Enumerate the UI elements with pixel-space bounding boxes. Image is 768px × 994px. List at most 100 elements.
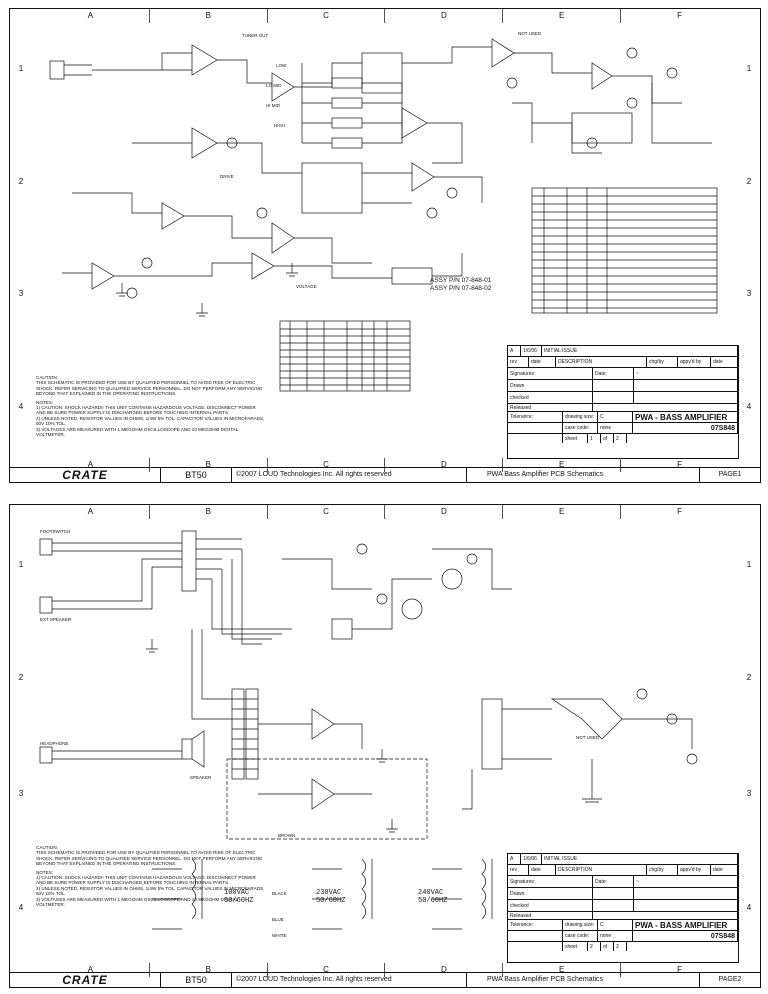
row-label: 1 — [746, 560, 752, 569]
col-label: E — [502, 963, 620, 977]
page-description: PWA Bass Amplifier PCB Schematics — [467, 973, 700, 987]
frequency-value: 50/60HZ — [418, 897, 448, 905]
assembly-part-numbers: ASSY P/N 07-848-01 ASSY P/N 07-848-02 — [430, 277, 491, 293]
col-label: C — [266, 505, 385, 519]
signatures-label: Signatures: — [508, 368, 593, 379]
row-label: 3 — [18, 789, 24, 798]
company-logo: ~ — [634, 368, 738, 379]
col-label: B — [148, 458, 267, 472]
date-label: Date: — [593, 876, 634, 887]
voltage-value: 100VAC — [224, 889, 250, 897]
col-label: D — [384, 505, 502, 519]
sheet-label: sheet — [563, 434, 588, 443]
note-item: 1) CAUTION: SHOCK HAZARD!! THIS UNIT CON… — [36, 405, 256, 416]
col-label: D — [384, 9, 502, 23]
description-header: DESCRIPTION — [556, 865, 647, 875]
note-item: 2) UNLESS NOTED, RESISTOR VALUES IN OHMS… — [36, 885, 265, 897]
page-number: PAGE2 — [718, 976, 742, 983]
low-label: LOW — [276, 63, 287, 68]
sheet-number: 2 — [588, 942, 601, 951]
date-header: date — [711, 357, 738, 367]
note-item: 3) VOLTAGES ARE MEASURED WITH 1 MEGOHM O… — [36, 896, 238, 908]
date-header: date — [529, 357, 556, 367]
col-label: C — [266, 458, 385, 472]
notes-heading: NOTES: — [36, 869, 54, 875]
speaker-label: SPEAKER — [190, 775, 212, 780]
row-label: 4 — [746, 402, 752, 411]
col-label: F — [620, 9, 738, 23]
date-header: date — [529, 865, 556, 875]
col-label: A — [87, 507, 94, 516]
row-label: 4 — [18, 402, 24, 411]
black-wire-label: BLACK — [272, 891, 287, 896]
footswitch-label: FOOTSWITCH — [40, 529, 71, 534]
col-label: E — [502, 9, 620, 23]
schematic-sheet-1: A B C D E F 1 2 3 4 1 2 3 4 — [9, 8, 761, 483]
preamp-circuit-diagram — [49, 38, 718, 392]
white-wire-label: WHITE — [272, 933, 287, 938]
rev-date: 1/6/06 — [521, 346, 542, 356]
lo-mid-label: LO MID — [266, 83, 282, 88]
col-label: E — [502, 458, 620, 472]
drawing-number: 07S848 — [633, 423, 738, 433]
note-item: 1) CAUTION: SHOCK HAZARD!! THIS UNIT CON… — [36, 875, 256, 886]
hi-mid-label: HI MID — [266, 103, 280, 108]
drawing-size: C — [598, 920, 633, 930]
row-label: 1 — [18, 64, 24, 73]
drawing-size-label: drawing size: — [563, 412, 598, 422]
sheet-of: of — [601, 434, 614, 443]
col-label: A — [87, 460, 94, 469]
row-label: 1 — [18, 560, 24, 569]
col-label: E — [502, 505, 620, 519]
rev-date: 1/6/06 — [521, 854, 542, 864]
caution-text: THIS SCHEMATIC IS PROVIDED FOR USE BY QU… — [36, 380, 263, 397]
drawing-size: C — [598, 412, 633, 422]
model-name: BT50 — [161, 973, 232, 987]
caution-heading: CAUTION: — [36, 375, 58, 380]
row-label: 2 — [18, 673, 24, 682]
sheet-total: 2 — [614, 434, 627, 443]
case-code: none — [598, 931, 633, 941]
tolerance-label: Tolerance: — [508, 412, 563, 422]
column-header-bottom: A B C D E F — [32, 963, 738, 977]
col-label: F — [620, 458, 738, 472]
caution-notes: CAUTION:THIS SCHEMATIC IS PROVIDED FOR U… — [36, 375, 266, 440]
drawn-label: Drawn — [508, 380, 593, 391]
drawing-title: PWA - BASS AMPLIFIER — [633, 920, 738, 930]
row-label: 3 — [746, 789, 752, 798]
drawn-label: Drawn — [508, 888, 593, 899]
voltage-value: 240VAC — [418, 889, 444, 897]
blue-wire-label: BLUE — [272, 917, 284, 922]
appvd-by-header: appv'd by — [678, 865, 711, 875]
power-amp-circuit-diagram — [39, 530, 698, 930]
model-name: BT50 — [161, 468, 232, 482]
frequency-value: 50/60HZ — [224, 897, 254, 905]
copyright-text: ©2007 LOUD Technologies Inc. All rights … — [232, 973, 467, 987]
checked-label: checked — [508, 392, 593, 403]
col-label: B — [148, 9, 267, 23]
caution-heading: CAUTION: — [36, 845, 58, 850]
ext-speaker-label: EXT SPEAKER — [40, 617, 72, 622]
col-label: B — [148, 963, 267, 977]
note-item: 2) UNLESS NOTED, RESISTOR VALUES IN OHMS… — [36, 415, 265, 427]
voltage-label: VOLTAGE — [296, 284, 317, 289]
caution-notes: CAUTION:THIS SCHEMATIC IS PROVIDED FOR U… — [36, 845, 266, 910]
schematic-sheet-2: A B C D E F 1 2 3 4 1 2 3 4 — [9, 504, 761, 988]
assy-pn-02: ASSY P/N 07-848-02 — [430, 285, 492, 292]
sheet-of: of — [601, 942, 614, 951]
voltage-value: 230VAC — [316, 889, 342, 897]
signatures-label: Signatures: — [508, 876, 593, 887]
drawing-title: PWA - BASS AMPLIFIER — [633, 412, 738, 422]
high-label: HIGH — [274, 123, 286, 128]
col-label: C — [266, 9, 385, 23]
rev-header: rev — [508, 865, 529, 875]
brown-wire-label: BROWN — [278, 833, 296, 838]
col-label: F — [620, 963, 738, 977]
col-label: F — [620, 505, 738, 519]
appvd-by-header: appv'd by — [678, 357, 711, 367]
rev-desc: INITIAL ISSUE — [542, 346, 738, 356]
